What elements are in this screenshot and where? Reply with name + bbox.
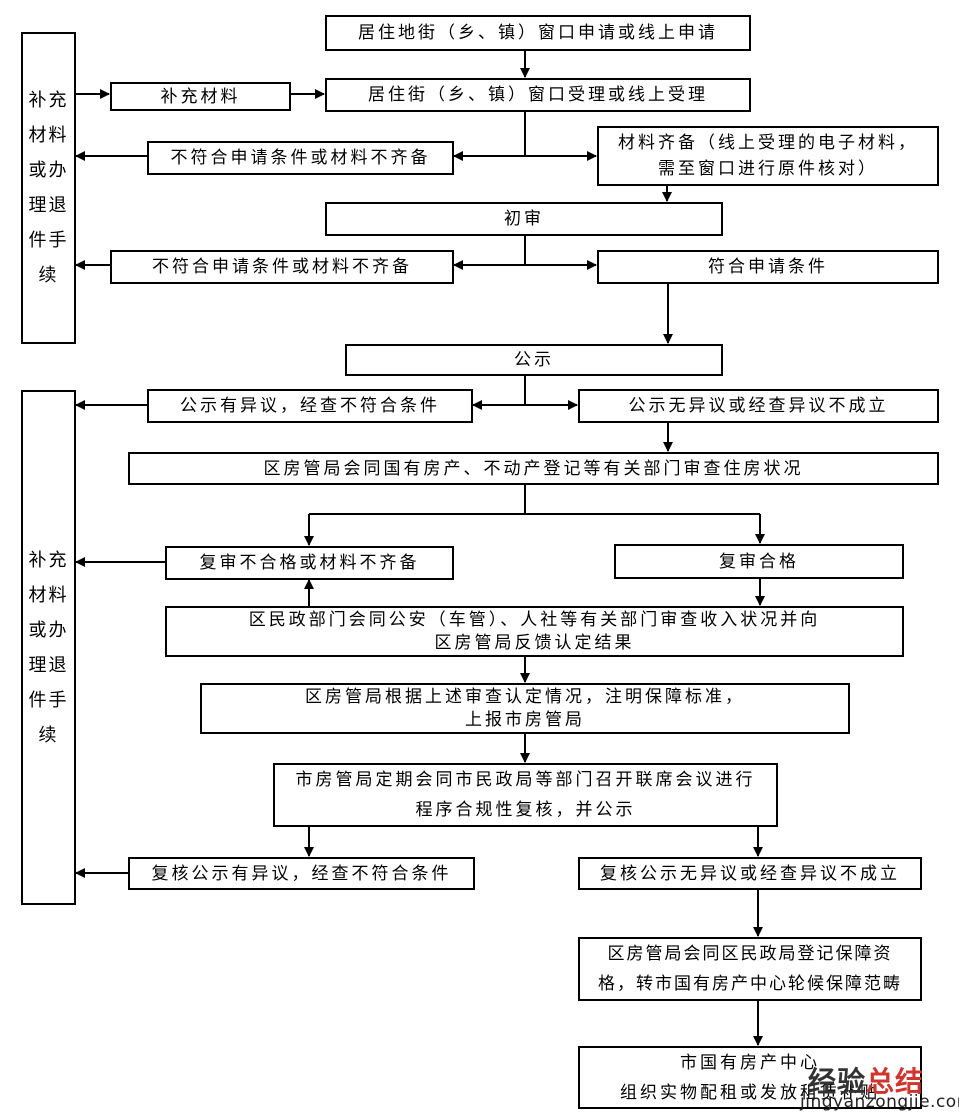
watermark-url: jingyanzongjie.com [800,1092,959,1112]
node-report: 区房管局根据上述审查认定情况，注明保障标准， 上报市房管局 [200,683,850,734]
node-register: 区房管局会同区民政局登记保障资 格，转市国有房产中心轮候保障范畴 [578,937,922,1001]
node-joint-meeting: 市房管局定期会同市民政局等部门召开联席会议进行 程序合规性复核，并公示 [273,763,778,827]
node-allocate: 市国有房产中心 组织实物配租或发放租赁补贴 [578,1046,922,1109]
watermark-text-a: 经验 [808,1065,867,1098]
watermark-logo: 经验总结 [808,1060,924,1100]
node-publicity-objection: 公示有异议，经查不符合条件 [147,389,473,423]
node-final-no-objection: 复核公示无异议或经查异议不成立 [578,857,922,890]
node-supplement: 补充材料 [110,82,291,111]
node-housing-review: 区房管局会同国有房产、不动产登记等有关部门审查住房状况 [128,452,939,485]
side-panel-supplement-or-return-1: 补充材料或办理退件手续 [21,32,76,344]
node-qualified: 符合申请条件 [597,250,939,284]
side-panel-label: 补充材料或办理退件手续 [28,549,69,746]
node-publicity: 公示 [345,344,723,376]
node-first-review: 初审 [325,202,723,236]
node-income-review: 区民政部门会同公安（车管）、人社等有关部门审查收入状况并向 区房管局反馈认定结果 [165,606,904,657]
node-apply: 居住地街（乡、镇）窗口申请或线上申请 [325,15,751,51]
watermark-text-b: 总结 [866,1065,925,1098]
node-recheck-pass: 复审合格 [614,544,904,579]
side-panel-supplement-or-return-2: 补充材料或办理退件手续 [21,390,76,905]
node-accept: 居住街（乡、镇）窗口受理或线上受理 [325,78,751,112]
node-reject-1: 不符合申请条件或材料不齐备 [147,141,454,175]
node-reject-2: 不符合申请条件或材料不齐备 [110,250,454,284]
node-materials-complete: 材料齐备（线上受理的电子材料， 需至窗口进行原件核对） [597,126,939,186]
side-panel-label: 补充材料或办理退件手续 [28,90,69,286]
node-recheck-fail: 复审不合格或材料不齐备 [165,546,454,580]
node-final-objection: 复核公示有异议，经查不符合条件 [128,857,475,890]
node-publicity-no-objection: 公示无异议或经查异议不成立 [578,389,939,423]
